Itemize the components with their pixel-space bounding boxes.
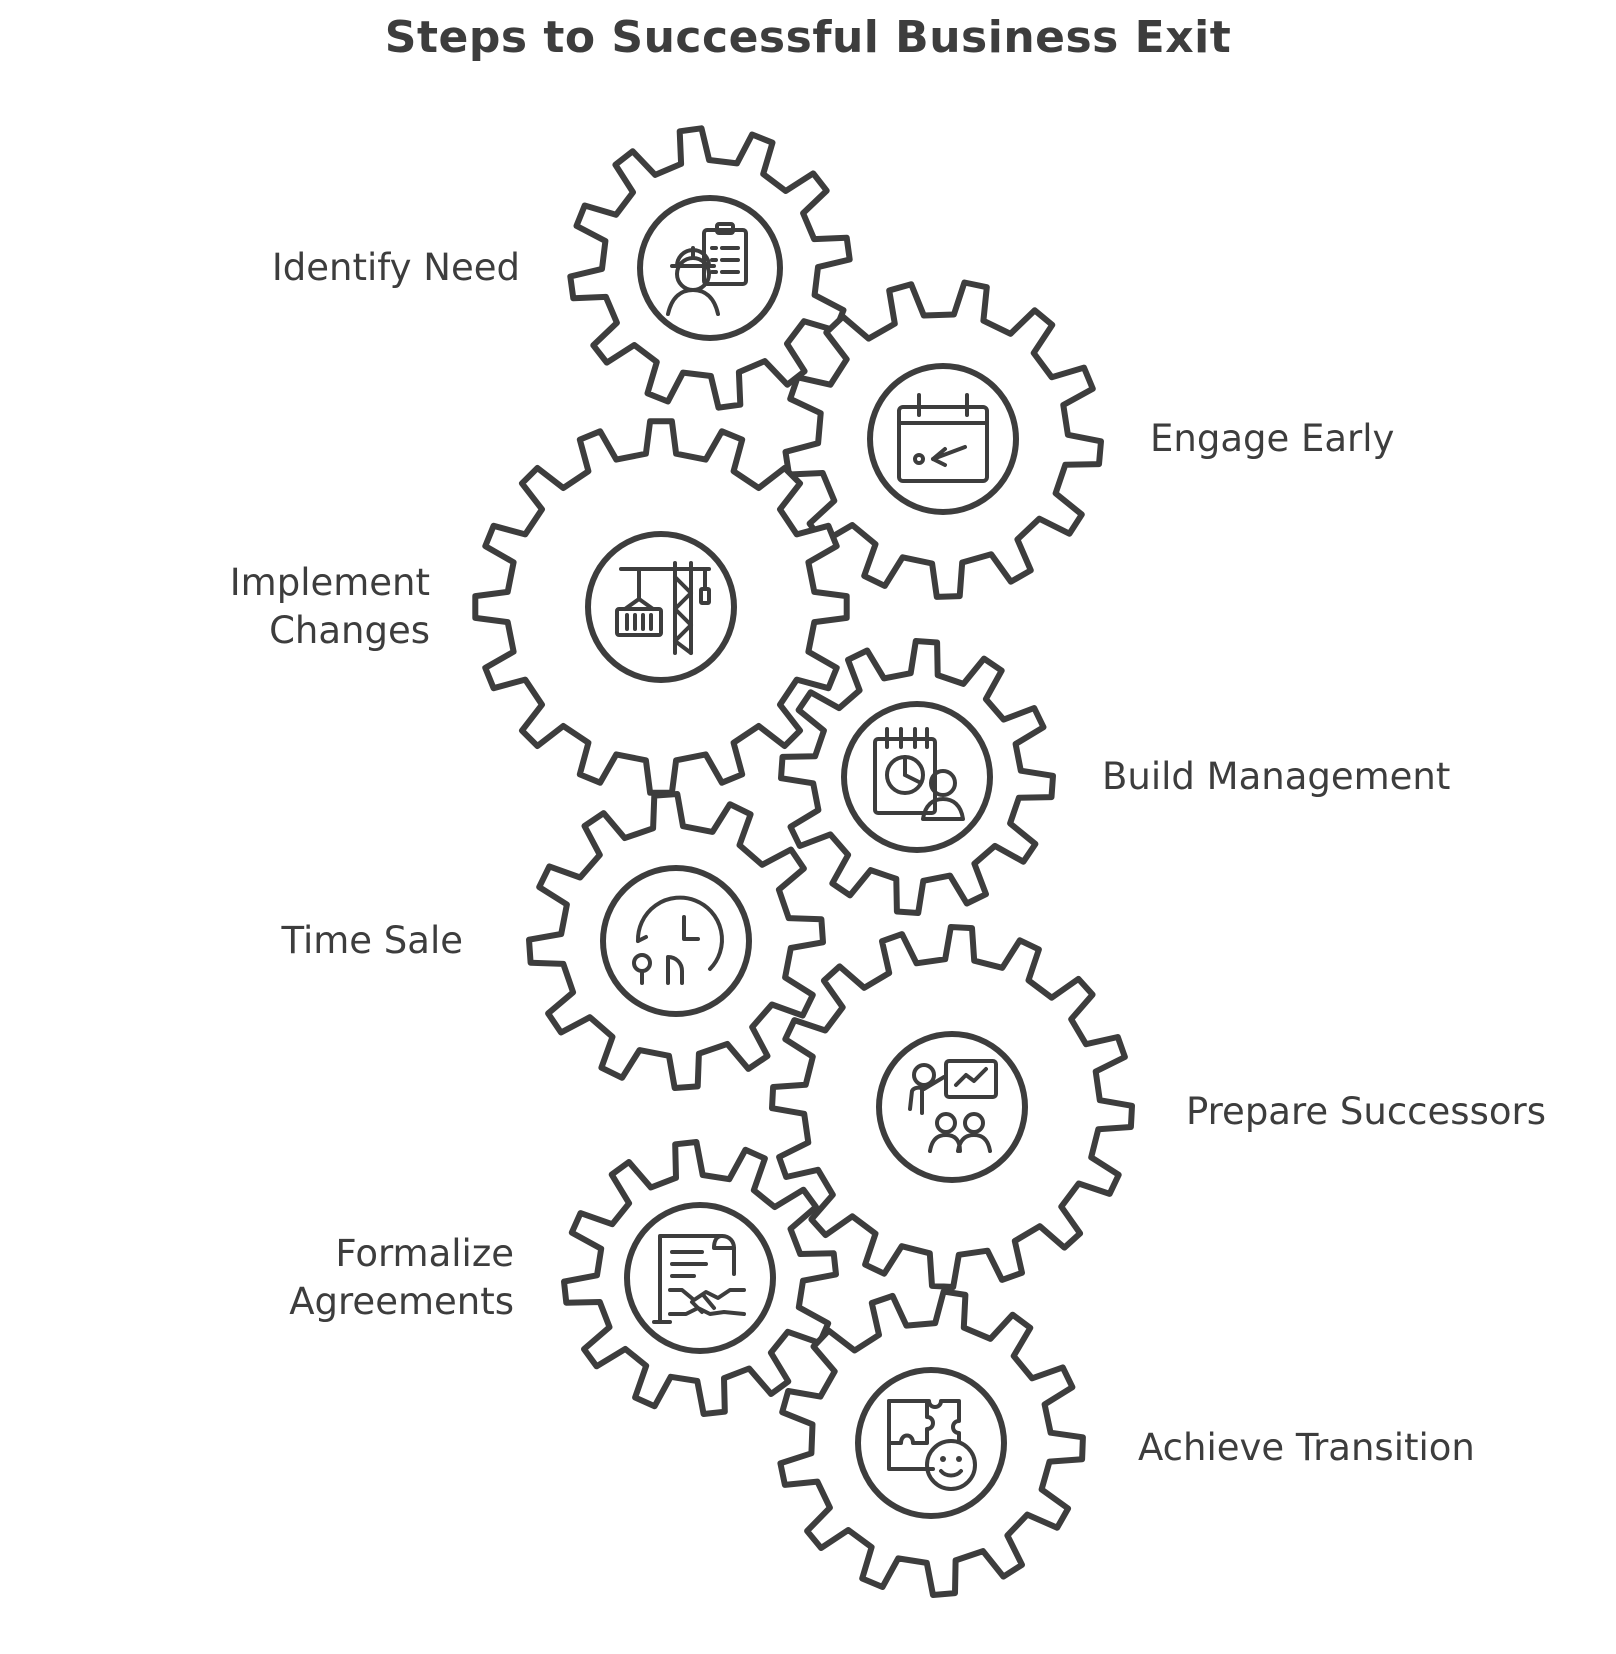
gear-hub: [585, 531, 737, 683]
worker-clipboard-icon: [666, 222, 748, 316]
step-label-line: Engage Early: [1150, 417, 1394, 460]
gear-engage-early: [782, 279, 1104, 600]
gear-hub: [855, 1367, 1007, 1519]
training-icon: [908, 1059, 998, 1153]
step-label-line: Build Management: [1102, 755, 1450, 798]
gear-time-sale: [526, 791, 826, 1091]
contract-handshake-icon: [652, 1234, 746, 1324]
step-label-engage-early: Engage Early: [1150, 417, 1394, 460]
step-label-prepare-successors: Prepare Successors: [1186, 1090, 1546, 1133]
puzzle-face-icon: [887, 1399, 977, 1491]
gear-formalize-agreements: [561, 1139, 839, 1417]
step-label-line: Identify Need: [272, 246, 520, 289]
gear-hub: [600, 865, 752, 1017]
step-label-line: Formalize: [335, 1232, 514, 1275]
diagram-title: Steps to Successful Business Exit: [384, 12, 1232, 63]
gear-hub: [624, 1202, 776, 1354]
step-label-line: Changes: [269, 609, 430, 652]
crane-icon: [615, 561, 711, 655]
gear-build-management: [778, 638, 1056, 916]
gear-identify-need: [567, 125, 853, 411]
step-label-line: Achieve Transition: [1138, 1426, 1475, 1469]
clock-pins-icon: [632, 895, 724, 985]
step-label-build-management: Build Management: [1102, 755, 1450, 798]
step-label-line: Agreements: [289, 1280, 514, 1323]
gear-prepare-successors: [769, 924, 1135, 1290]
step-label-line: Time Sale: [280, 919, 463, 962]
step-label-achieve-transition: Achieve Transition: [1138, 1426, 1475, 1469]
gear-implement-changes: [472, 418, 850, 796]
step-label-line: Implement: [230, 561, 430, 604]
gear-hub: [841, 701, 993, 853]
chart-person-icon: [873, 727, 965, 821]
gear-hub: [876, 1031, 1028, 1183]
gear-achieve-transition: [777, 1288, 1086, 1598]
step-label-line: Prepare Successors: [1186, 1090, 1546, 1133]
calendar-arrow-icon: [897, 393, 989, 483]
step-label-identify-need: Identify Need: [272, 246, 520, 289]
step-label-time-sale: Time Sale: [280, 919, 463, 962]
gear-hub: [867, 363, 1019, 515]
